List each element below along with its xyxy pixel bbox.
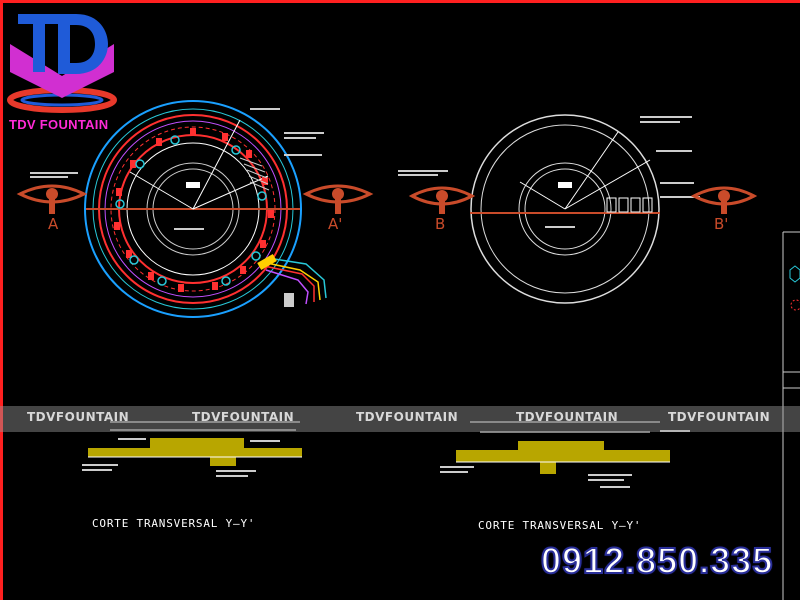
watermark-text: TDVFOUNTAIN — [192, 410, 295, 424]
brand-name: TDV FOUNTAIN — [9, 117, 109, 132]
watermark-text: TDVFOUNTAIN — [668, 410, 771, 424]
contact-phone-number: 0912.850.335 — [540, 539, 774, 582]
plan-a-circular-drawing — [30, 100, 327, 318]
section-marker-b-prime — [690, 186, 758, 214]
frame-top-border — [0, 0, 800, 3]
marker-label-a-prime: A' — [328, 215, 343, 233]
section-caption-left: CORTE TRANSVERSAL Y–Y' — [92, 517, 256, 530]
marker-label-b-prime: B' — [714, 215, 729, 233]
legend-panel-partial — [782, 231, 800, 600]
marker-label-b: B — [435, 215, 446, 233]
watermark-text: TDVFOUNTAIN — [356, 410, 459, 424]
tdv-logo — [7, 14, 117, 113]
plan-b-circular-drawing — [398, 114, 700, 304]
watermark-text: TDVFOUNTAIN — [516, 410, 619, 424]
watermark-band — [0, 406, 800, 432]
watermark-text: TDVFOUNTAIN — [27, 410, 130, 424]
marker-label-a: A — [48, 215, 59, 233]
cross-section-left — [82, 421, 302, 477]
section-marker-a-prime — [302, 184, 374, 214]
section-marker-a — [16, 184, 88, 214]
cross-section-right — [440, 421, 690, 488]
frame-left-border — [0, 0, 3, 600]
section-caption-right: CORTE TRANSVERSAL Y–Y' — [478, 519, 642, 532]
section-marker-b — [408, 186, 476, 214]
